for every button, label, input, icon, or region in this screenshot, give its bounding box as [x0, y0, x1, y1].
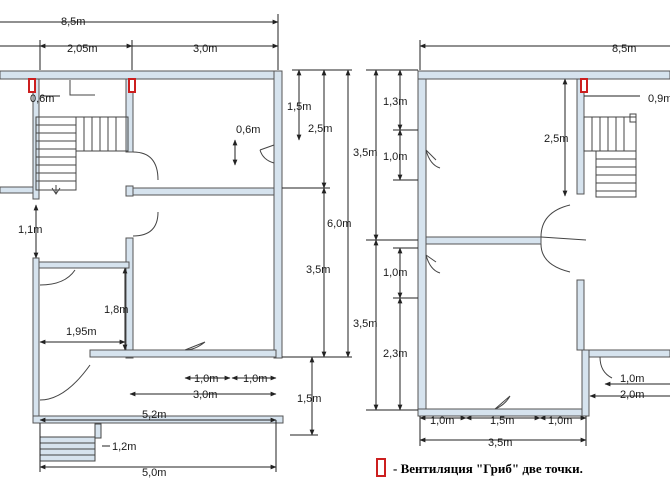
dim-52: 5,2m	[142, 409, 166, 421]
dim-right-vent-09: 0,9m	[648, 93, 670, 105]
dim-right-35-total: 3,5m	[488, 437, 512, 449]
dim-15-top: 1,5m	[287, 101, 311, 113]
dim-right-10-b: 1,0m	[383, 267, 407, 279]
dim-25: 2,5m	[308, 123, 332, 135]
dim-right-10-c: 1,0m	[430, 415, 454, 427]
legend-vent-marker	[376, 458, 386, 477]
dim-right-total-top: 8,5m	[612, 43, 636, 55]
dim-18: 1,8m	[104, 304, 128, 316]
left-plan: 8,5m 2,05m 3,0m 0,6m 1,5m 2,5m 0,6m 6,0m…	[0, 14, 352, 479]
dim-total-top-left: 8,5m	[61, 16, 85, 28]
dim-right-13: 1,3m	[383, 96, 407, 108]
dim-30-top: 3,0m	[193, 43, 217, 55]
left-dimension-lines	[0, 14, 352, 472]
vent-marker-1	[28, 78, 36, 93]
dim-12: 1,2m	[112, 441, 136, 453]
right-plan-walls	[417, 70, 670, 417]
dim-50: 5,0m	[142, 467, 166, 479]
vent-marker-3	[580, 78, 588, 93]
dim-right-20: 2,0m	[620, 389, 644, 401]
vent-marker-2	[128, 78, 136, 93]
dim-right-15: 1,5m	[490, 415, 514, 427]
dim-30-bottom: 3,0m	[193, 389, 217, 401]
dim-15-right: 1,5m	[297, 393, 321, 405]
left-doors	[39, 80, 275, 401]
left-stairs	[35, 116, 129, 195]
right-doors	[425, 149, 613, 410]
legend: - Вентиляция "Гриб" две точки.	[376, 458, 583, 477]
dim-11: 1,1m	[18, 224, 42, 236]
dim-60: 6,0m	[327, 218, 351, 230]
legend-text: - Вентиляция "Гриб" две точки.	[393, 461, 583, 476]
dim-right-25: 2,5m	[544, 133, 568, 145]
dim-right-10-d: 1,0m	[548, 415, 572, 427]
dim-right-10-e: 1,0m	[620, 373, 644, 385]
dim-right-23: 2,3m	[383, 348, 407, 360]
left-dimension-labels: 8,5m 2,05m 3,0m 0,6m 1,5m 2,5m 0,6m 6,0m…	[18, 16, 351, 479]
dim-10-a: 1,0m	[194, 373, 218, 385]
dim-right-35-bottom: 3,5m	[353, 318, 377, 330]
dim-06-door: 0,6m	[236, 124, 260, 136]
dim-vent-06: 0,6m	[30, 93, 54, 105]
left-porch	[39, 423, 102, 462]
right-vent-markers	[580, 78, 588, 93]
dim-195: 1,95m	[66, 326, 97, 338]
dim-205: 2,05m	[67, 43, 98, 55]
right-plan: 8,5m 0,9m 1,3m 2,5m 3,5m 1,0m 1,0m 3,5m …	[353, 40, 670, 449]
right-dimension-lines	[366, 40, 670, 446]
right-dimension-labels: 8,5m 0,9m 1,3m 2,5m 3,5m 1,0m 1,0m 3,5m …	[353, 43, 670, 449]
left-vent-markers	[28, 78, 136, 93]
dim-35: 3,5m	[306, 264, 330, 276]
dim-10-b: 1,0m	[243, 373, 267, 385]
dim-right-35-top: 3,5m	[353, 147, 377, 159]
right-stairs	[583, 113, 637, 198]
dim-right-10-a: 1,0m	[383, 151, 407, 163]
